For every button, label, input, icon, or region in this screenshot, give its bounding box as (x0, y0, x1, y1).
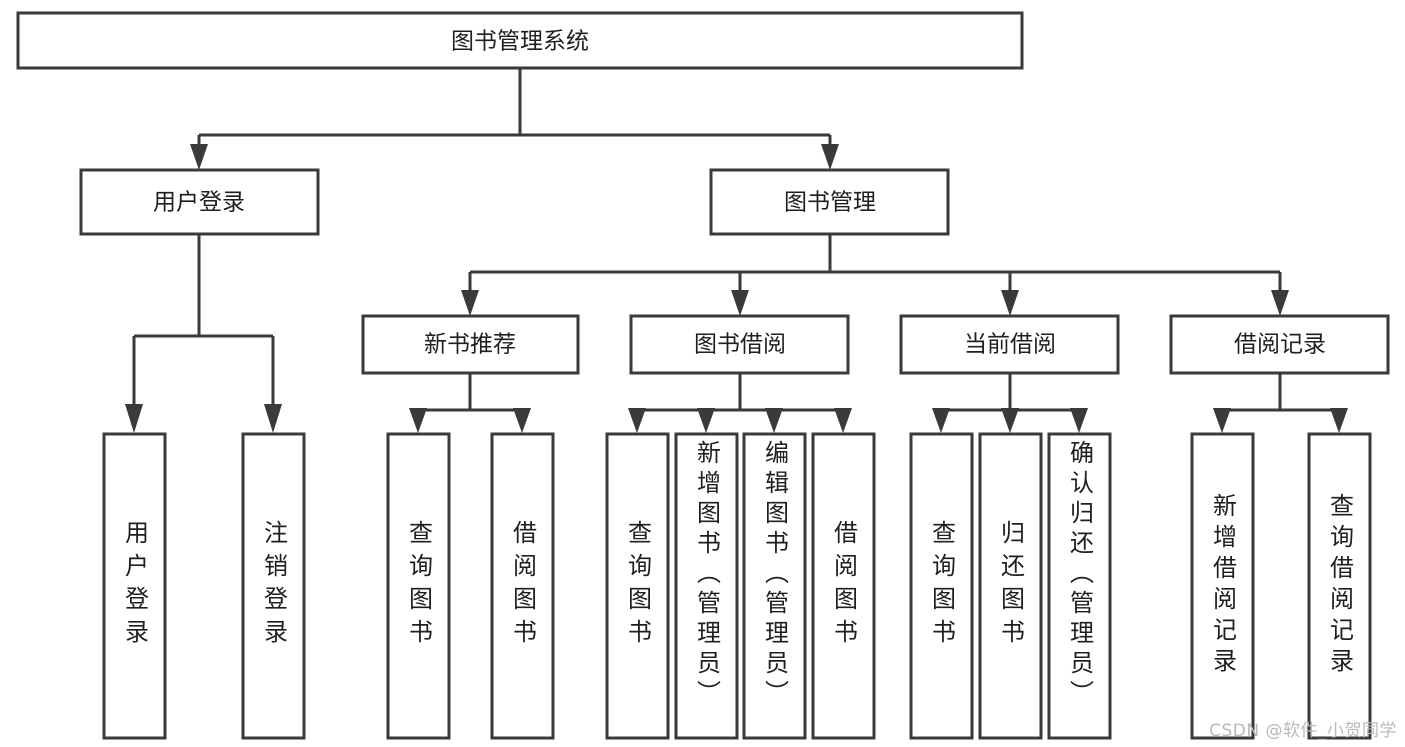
node-new-book-recommend-box[interactable] (361, 314, 580, 375)
leaf-borrow-record-2[interactable] (1307, 432, 1372, 740)
leaf-new-book-2[interactable] (490, 432, 555, 740)
node-borrow-record[interactable]: 借阅记录 (1169, 314, 1390, 375)
leaf-book-borrow-1-textwrap: 查询图书 (607, 434, 668, 738)
node-current-borrow[interactable]: 当前借阅 (899, 314, 1120, 375)
arrow-l3-borrow-record (1271, 290, 1289, 316)
leaf-book-borrow-1-label: 查询图书 (623, 520, 652, 652)
leaf-borrow-record-1[interactable] (1190, 432, 1255, 740)
leaf-book-borrow-4[interactable] (811, 432, 876, 740)
arrow-leaf-c2 (1001, 408, 1019, 433)
leaf-book-borrow-1-box[interactable] (605, 432, 670, 740)
arrow-l3-new-book (461, 290, 479, 316)
node-book-management-box[interactable] (709, 168, 950, 236)
node-root-label: 图书管理系统 (451, 29, 589, 55)
leaf-current-borrow-1-textwrap: 查询图书 (911, 434, 972, 738)
leaf-borrow-record-2-textwrap: 查询借阅记录 (1309, 434, 1370, 738)
leaf-new-book-2-label: 借阅图书 (508, 520, 537, 652)
leaf-new-book-1[interactable] (386, 432, 451, 740)
leaf-current-borrow-3-box[interactable] (1047, 432, 1112, 740)
leaf-book-borrow-3-label: 编辑图书（管理员） (760, 440, 789, 710)
leaf-book-borrow-3-box[interactable] (742, 432, 807, 740)
node-root-system[interactable]: 图书管理系统 (16, 11, 1024, 70)
leaf-current-borrow-2-box[interactable] (978, 432, 1043, 740)
leaf-user-login-1-box[interactable] (102, 432, 167, 740)
arrow-leaf-n2 (513, 408, 531, 433)
node-root-box[interactable] (16, 11, 1024, 70)
node-new-book-recommend[interactable]: 新书推荐 (361, 314, 580, 375)
node-book-management-label: 图书管理 (784, 190, 876, 216)
arrow-l3-book-borrow (731, 290, 749, 316)
arrow-book-mgmt (821, 144, 839, 170)
leaf-new-book-2-textwrap: 借阅图书 (492, 434, 553, 738)
node-book-borrow-box[interactable] (629, 314, 850, 375)
arrow-leaf-n1 (409, 408, 427, 433)
node-current-borrow-label: 当前借阅 (964, 332, 1056, 358)
node-user-login-label: 用户登录 (153, 190, 245, 216)
leaf-borrow-record-1-textwrap: 新增借阅记录 (1192, 434, 1253, 738)
node-book-management[interactable]: 图书管理 (709, 168, 950, 236)
node-user-login-box[interactable] (79, 168, 320, 236)
arrow-leaf-c3 (1070, 408, 1088, 433)
leaf-book-borrow-4-textwrap: 借阅图书 (813, 434, 874, 738)
leaf-book-borrow-2-label: 新增图书（管理员） (692, 440, 721, 710)
leaf-user-login-2-textwrap: 注销登录 (243, 434, 304, 738)
leaf-current-borrow-2-textwrap: 归还图书 (980, 434, 1041, 738)
leaf-user-login-2-box[interactable] (241, 432, 306, 740)
node-current-borrow-box[interactable] (899, 314, 1120, 375)
leaf-user-login-1[interactable] (102, 432, 167, 740)
leaf-book-borrow-2-textwrap: 新增图书（管理员） (676, 440, 737, 732)
leaf-user-login-1-label: 用户登录 (120, 520, 149, 652)
leaf-new-book-1-textwrap: 查询图书 (388, 434, 449, 738)
leaf-current-borrow-1-label: 查询图书 (927, 520, 956, 652)
leaf-borrow-record-1-label: 新增借阅记录 (1208, 493, 1237, 679)
arrow-leaf-u2 (264, 404, 282, 433)
leaf-book-borrow-3-textwrap: 编辑图书（管理员） (744, 440, 805, 732)
arrow-leaf-r1 (1213, 408, 1231, 433)
leaf-borrow-record-1-box[interactable] (1190, 432, 1255, 740)
leaf-new-book-2-box[interactable] (490, 432, 555, 740)
leaf-new-book-1-box[interactable] (386, 432, 451, 740)
arrow-leaf-b3 (765, 408, 783, 433)
arrow-leaf-b4 (834, 408, 852, 433)
leaf-current-borrow-1[interactable] (909, 432, 974, 740)
leaf-borrow-record-2-label: 查询借阅记录 (1325, 493, 1354, 679)
leaf-book-borrow-2-box[interactable] (674, 432, 739, 740)
arrow-leaf-r2 (1330, 408, 1348, 433)
leaf-current-borrow-2-label: 归还图书 (996, 520, 1025, 652)
arrow-leaf-b1 (628, 408, 646, 433)
leaf-book-borrow-4-label: 借阅图书 (829, 520, 858, 652)
leaf-current-borrow-3-textwrap: 确认归还（管理员） (1049, 440, 1110, 732)
leaf-borrow-record-2-box[interactable] (1307, 432, 1372, 740)
leaf-book-borrow-2[interactable] (674, 432, 739, 740)
node-borrow-record-label: 借阅记录 (1234, 332, 1326, 358)
arrow-leaf-b2 (697, 408, 715, 433)
leaf-current-borrow-3-label: 确认归还（管理员） (1065, 440, 1094, 710)
leaf-new-book-1-label: 查询图书 (404, 520, 433, 652)
node-borrow-record-box[interactable] (1169, 314, 1390, 375)
leaf-user-login-1-textwrap: 用户登录 (104, 434, 165, 738)
node-book-borrow[interactable]: 图书借阅 (629, 314, 850, 375)
leaf-current-borrow-2[interactable] (978, 432, 1043, 740)
connector-group (125, 68, 1348, 433)
leaf-book-borrow-3[interactable] (742, 432, 807, 740)
leaf-current-borrow-1-box[interactable] (909, 432, 974, 740)
arrow-leaf-c1 (932, 408, 950, 433)
arrow-leaf-u1 (125, 404, 143, 433)
node-book-borrow-label: 图书借阅 (694, 332, 786, 358)
leaf-book-borrow-1[interactable] (605, 432, 670, 740)
leaf-book-borrow-4-box[interactable] (811, 432, 876, 740)
leaf-user-login-2[interactable] (241, 432, 306, 740)
leaf-user-login-2-label: 注销登录 (259, 520, 288, 652)
node-user-login[interactable]: 用户登录 (79, 168, 320, 236)
arrow-user-login (190, 144, 208, 170)
leaf-current-borrow-3[interactable] (1047, 432, 1112, 740)
arrow-l3-current-borrow (1001, 290, 1019, 316)
node-new-book-recommend-label: 新书推荐 (424, 332, 516, 358)
